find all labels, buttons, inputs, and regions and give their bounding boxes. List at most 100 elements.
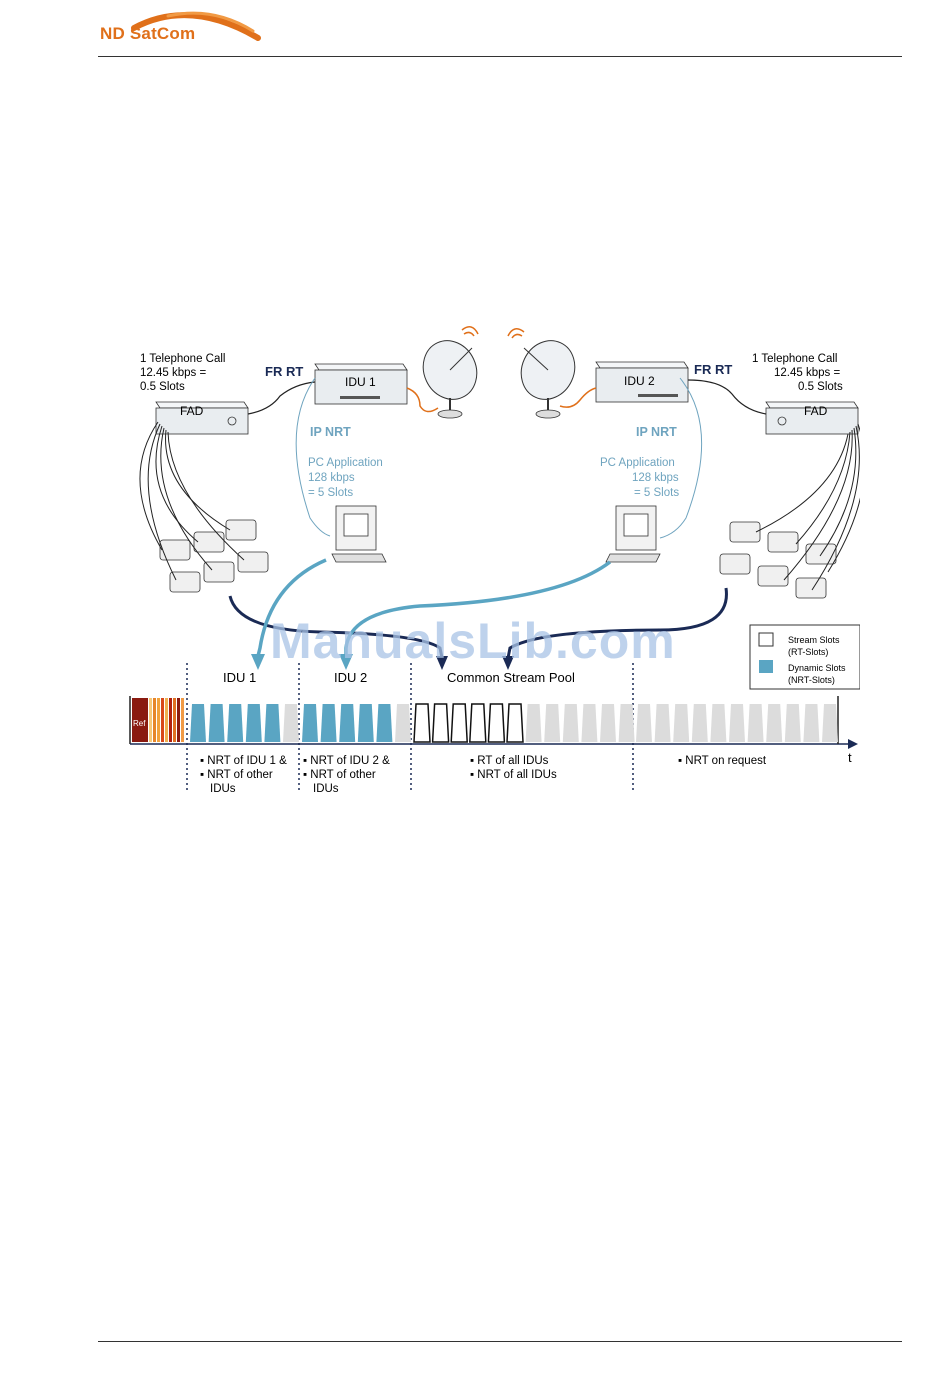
section-title-pool: Common Stream Pool	[447, 670, 575, 685]
section-title-idu1: IDU 1	[223, 670, 256, 685]
rt-slot	[506, 703, 524, 743]
nrt-slot	[245, 704, 262, 742]
right-call-text-1: 1 Telephone Call	[752, 353, 837, 365]
note-idu1-3: IDUs	[210, 783, 236, 795]
page-header: ND SatCom	[98, 6, 902, 57]
idu2-device-label: IDU 2	[624, 374, 655, 388]
note-idu1-1: ▪ NRT of IDU 1 &	[200, 755, 287, 767]
slot-legend: Stream Slots (RT-Slots) Dynamic Slots (N…	[749, 624, 861, 690]
idle-slot	[691, 704, 708, 742]
watermark-text: ManualsLib.com	[270, 613, 676, 669]
right-rt-flow-arrow	[506, 587, 728, 659]
idle-slot	[673, 704, 690, 742]
idle-slot	[618, 704, 635, 742]
right-pc-icon	[605, 505, 661, 563]
idle-slot	[562, 704, 579, 742]
idle-slot	[600, 704, 616, 742]
nrt-slot	[320, 704, 337, 742]
left-phone-cables	[139, 421, 245, 581]
idle-slot	[729, 704, 745, 742]
right-ip-nrt-label: IP NRT	[636, 425, 677, 439]
right-call-text-3: 0.5 Slots	[798, 381, 843, 393]
left-fad-label: FAD	[180, 404, 204, 418]
section-dividers	[186, 663, 634, 792]
legend-dynamic-line1: Dynamic Slots	[788, 663, 846, 673]
idle-slot	[654, 704, 671, 742]
idu2-nrt-flow-arrow	[344, 560, 612, 656]
rt-slot	[413, 703, 431, 743]
left-telephones-icon	[159, 519, 269, 593]
nrt-slot	[264, 704, 281, 742]
idle-slot	[283, 704, 299, 742]
slot-bursts	[190, 703, 838, 743]
company-logo-text: ND SatCom	[100, 24, 196, 43]
nrt-slot	[208, 704, 225, 742]
note-request-1: ▪ NRT on request	[678, 755, 767, 767]
nrt-slot	[376, 704, 393, 742]
idu1-nrt-flow-arrow	[256, 558, 327, 657]
right-pc-text-2: 128 kbps	[632, 472, 679, 484]
note-idu2-1: ▪ NRT of IDU 2 &	[303, 755, 390, 767]
idle-slot	[822, 704, 838, 742]
right-fad-label: FAD	[804, 404, 828, 418]
page-footer-rule	[98, 1341, 902, 1342]
rt-slot	[469, 703, 487, 743]
idle-slot	[636, 704, 652, 742]
idle-slot	[766, 704, 783, 742]
idle-slot	[581, 704, 598, 742]
nrt-slot	[339, 704, 356, 742]
right-satellite-dish-icon	[507, 328, 576, 419]
note-pool-2: ▪ NRT of all IDUs	[470, 769, 557, 781]
left-fr-rt-label: FR RT	[265, 364, 303, 379]
nrt-slot	[302, 704, 318, 742]
idle-slot	[803, 704, 820, 742]
note-idu2-3: IDUs	[313, 783, 339, 795]
note-pool-1: ▪ RT of all IDUs	[470, 755, 549, 767]
reference-burst-label: Ref	[133, 719, 146, 728]
satcom-swoosh-logo	[131, 11, 261, 41]
left-pc-text-3: = 5 Slots	[308, 487, 353, 499]
legend-dynamic-line2: (NRT-Slots)	[788, 675, 835, 685]
idle-slot	[747, 704, 764, 742]
reference-burst: Ref	[132, 698, 184, 742]
idle-slot	[784, 704, 801, 742]
left-pc-text-2: 128 kbps	[308, 472, 355, 484]
time-axis-label: t	[848, 750, 852, 765]
nrt-slot	[190, 704, 206, 742]
right-pc-text-1: PC Application	[600, 457, 675, 469]
right-phone-cables	[755, 423, 866, 591]
left-call-text-1: 1 Telephone Call	[140, 353, 225, 365]
idle-slot	[525, 704, 542, 742]
nrt-slot	[357, 704, 374, 742]
idu1-device: IDU 1	[314, 363, 408, 405]
left-fad-device: FAD	[155, 401, 249, 435]
satellite-slot-diagram: 1 Telephone Call 12.45 kbps = 0.5 Slots …	[120, 318, 866, 798]
idle-slot	[710, 704, 727, 742]
rt-slot	[431, 703, 450, 743]
idle-slot	[544, 704, 561, 742]
legend-stream-line2: (RT-Slots)	[788, 647, 828, 657]
idle-slot	[395, 704, 411, 742]
dynamic-slot-swatch	[759, 660, 773, 673]
rt-slot	[450, 703, 468, 743]
left-pc-text-1: PC Application	[308, 457, 383, 469]
right-fr-rt-label: FR RT	[694, 362, 732, 377]
left-call-text-3: 0.5 Slots	[140, 381, 185, 393]
stream-slot-swatch	[758, 632, 774, 647]
left-pc-icon	[331, 505, 387, 563]
left-ip-nrt-label: IP NRT	[310, 425, 351, 439]
nrt-slot	[227, 704, 244, 742]
section-title-idu2: IDU 2	[334, 670, 367, 685]
note-idu1-2: ▪ NRT of other	[200, 769, 273, 781]
idu2-device: IDU 2	[595, 361, 689, 403]
right-pc-text-3: = 5 Slots	[634, 487, 679, 499]
right-telephones-icon	[719, 521, 837, 599]
right-fad-device: FAD	[765, 401, 859, 435]
note-idu2-2: ▪ NRT of other	[303, 769, 376, 781]
diagram-svg: 1 Telephone Call 12.45 kbps = 0.5 Slots …	[129, 326, 866, 795]
left-satellite-dish-icon	[422, 326, 479, 419]
idu1-device-label: IDU 1	[345, 375, 376, 389]
left-rt-flow-arrow	[228, 595, 444, 659]
legend-stream-line1: Stream Slots	[788, 635, 840, 645]
left-call-text-2: 12.45 kbps =	[140, 367, 206, 379]
